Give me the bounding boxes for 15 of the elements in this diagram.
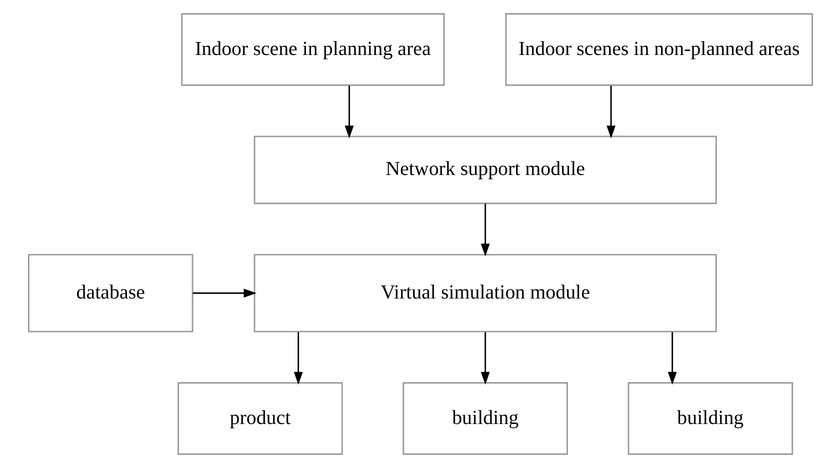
arrow [480, 204, 490, 256]
arrow [606, 86, 616, 138]
arrow [480, 332, 490, 385]
arrow [667, 332, 676, 385]
node-box: database [27, 254, 193, 332]
node-box: building [627, 382, 793, 455]
node-box: Virtual simulation module [253, 254, 716, 332]
node-box: Indoor scene in planning area [180, 13, 444, 86]
arrow [293, 332, 302, 385]
arrow [192, 288, 256, 298]
node-box: Indoor scenes in non-planned areas [504, 13, 813, 86]
node-box: building [402, 382, 568, 455]
node-box: Network support module [253, 136, 716, 204]
node-box: product [177, 382, 342, 455]
arrow [344, 86, 354, 138]
